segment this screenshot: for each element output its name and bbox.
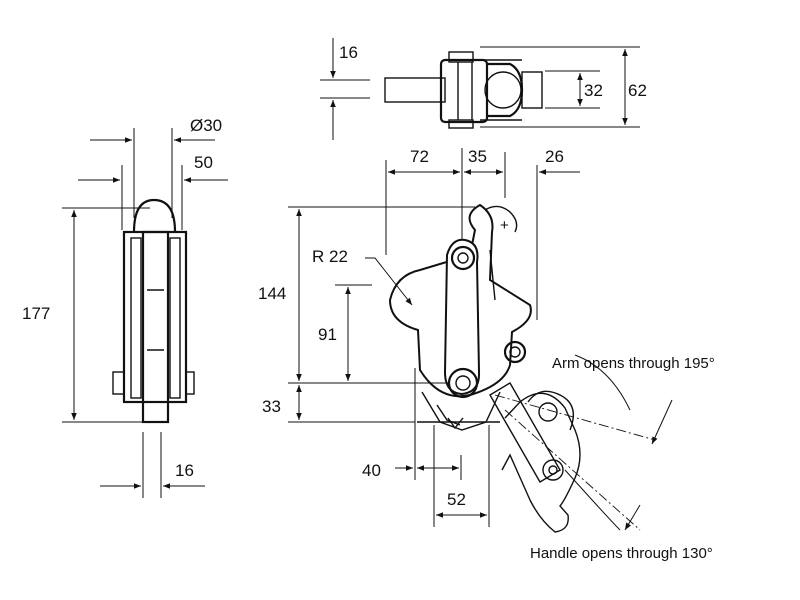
dim-72: 72 xyxy=(410,147,429,166)
side-view xyxy=(62,128,228,498)
dim-177: 177 xyxy=(22,304,50,323)
dim-144: 144 xyxy=(258,284,286,303)
svg-text:+: + xyxy=(500,217,509,234)
dim-50: 50 xyxy=(194,153,213,172)
dim-32: 32 xyxy=(584,81,603,100)
arm-opening-note: Arm opens through 195° xyxy=(552,355,715,372)
handle-opening-note: Handle opens through 130° xyxy=(530,545,713,562)
dim-16-top: 16 xyxy=(339,43,358,62)
dim-16-bottom: 16 xyxy=(175,461,194,480)
dim-62: 62 xyxy=(628,81,647,100)
front-view: + xyxy=(288,148,673,533)
dim-26: 26 xyxy=(545,147,564,166)
dim-33: 33 xyxy=(262,397,281,416)
dim-91: 91 xyxy=(318,325,337,344)
dim-35: 35 xyxy=(468,147,487,166)
dim-r22: R 22 xyxy=(312,247,348,266)
dim-52: 52 xyxy=(447,490,466,509)
top-view xyxy=(320,38,640,140)
dim-40: 40 xyxy=(362,461,381,480)
dim-dia30: Ø30 xyxy=(190,116,222,135)
